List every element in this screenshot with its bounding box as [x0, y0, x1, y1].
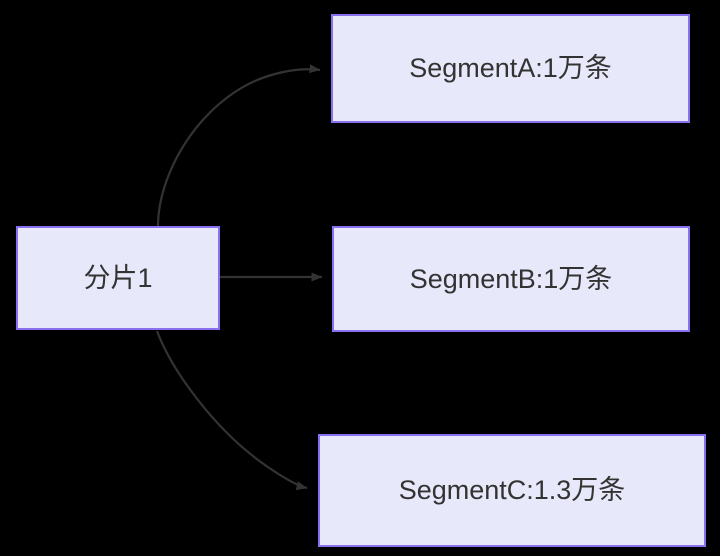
node-segment-b-label: SegmentB:1万条	[409, 263, 613, 294]
edge-shard-to-segment-a	[156, 64, 321, 227]
edge-shard-to-segment-c	[155, 330, 308, 491]
node-segment-b[interactable]: SegmentB:1万条	[332, 226, 690, 332]
node-shard-label: 分片1	[83, 262, 153, 293]
node-shard[interactable]: 分片1	[16, 226, 220, 330]
node-segment-a[interactable]: SegmentA:1万条	[331, 14, 690, 123]
node-segment-a-label: SegmentA:1万条	[409, 53, 612, 83]
node-segment-c-label: SegmentC:1.3万条	[398, 475, 626, 505]
node-segment-c[interactable]: SegmentC:1.3万条	[318, 434, 706, 547]
